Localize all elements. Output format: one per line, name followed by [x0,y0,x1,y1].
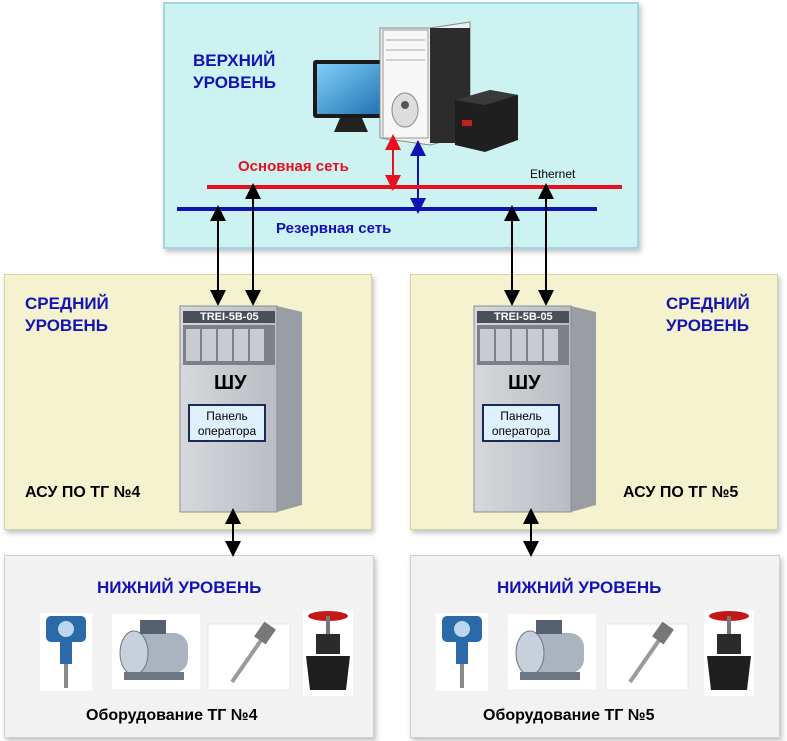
cabinet-name-tg4: ШУ [214,372,247,394]
thermocouple-icon [207,621,291,691]
equipment-label-tg4: Оборудование ТГ №4 [86,707,258,724]
thermocouple-icon [605,621,689,691]
monitor-icon [313,60,389,132]
block-label-tg5: АСУ ПО ТГ №5 [623,484,739,501]
ethernet-label: Ethernet [530,167,576,181]
reserve-network-label: Резервная сеть [276,220,392,237]
lower-level-title-tg4: НИЖНИЙ УРОВЕНЬ [97,578,262,597]
gate-valve-icon [303,610,353,696]
gate-valve-icon [704,610,754,696]
electric-motor-icon [508,614,596,689]
cabinet-name-tg5: ШУ [508,372,541,394]
block-label-tg4: АСУ ПО ТГ №4 [25,484,141,501]
pressure-transmitter-icon [40,613,92,691]
cabinet-model-tg4: TREI-5B-05 [200,311,259,323]
equipment-label-tg5: Оборудование ТГ №5 [483,707,655,724]
system-unit-icon [379,21,471,146]
pressure-transmitter-icon [436,613,488,691]
lower-level-title-tg5: НИЖНИЙ УРОВЕНЬ [497,578,662,597]
electric-motor-icon [112,614,200,689]
ups-icon [455,90,518,152]
cabinet-model-tg5: TREI-5B-05 [494,311,553,323]
main-network-label: Основная сеть [238,158,349,175]
